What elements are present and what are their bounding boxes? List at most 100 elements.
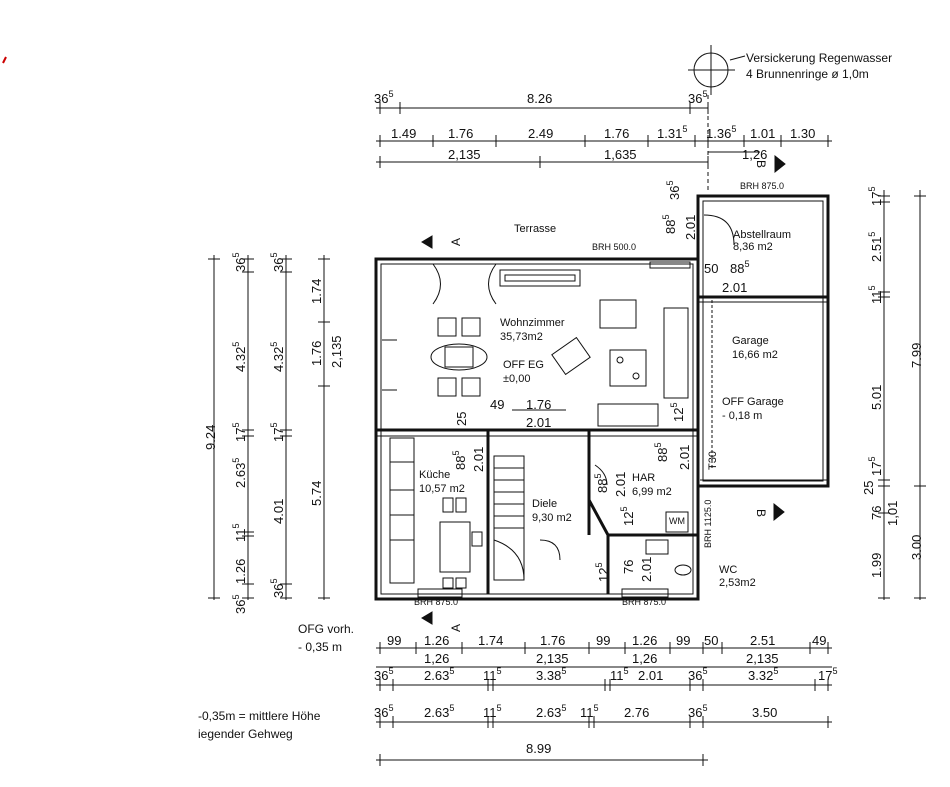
dim-label: 8.26 (527, 91, 553, 106)
dim-88-5-abstell: 885 (661, 214, 678, 234)
dim-label: 5.74 (309, 480, 324, 506)
room-garage-level-value: - 0,18 m (722, 410, 763, 422)
dim-label: 1.74 (309, 278, 324, 304)
note-sidewalk: iegender Gehweg (198, 727, 293, 741)
dim-label: 115 (580, 703, 599, 720)
room-kueche-area: 10,57 m2 (419, 483, 465, 495)
dim-label: 3.325 (748, 666, 779, 683)
dim-label: 175 (231, 422, 248, 442)
room-wc-area: 2,53m2 (719, 577, 756, 589)
dim-2-01-wc: 2.01 (639, 556, 654, 582)
dim-label: 365 (231, 252, 248, 272)
dim-label: 365 (688, 666, 708, 683)
red-mark (2, 56, 7, 64)
right-dim-25: 25 (861, 480, 876, 495)
dim-label: 2,135 (536, 651, 569, 666)
dim-label: 2.76 (624, 705, 650, 720)
room-kueche-name: Küche (419, 469, 451, 481)
dim-label: 2.635 (424, 703, 455, 720)
dim-label: 49 (812, 633, 827, 648)
dim-label: 1.315 (657, 124, 688, 141)
dim-label: 175 (269, 422, 286, 442)
wm-label: WM (669, 516, 685, 526)
dim-label: 365 (374, 703, 394, 720)
dim-label: 4.325 (231, 341, 248, 372)
dim-label: 115 (483, 703, 502, 720)
dim-label: 2.635 (231, 457, 248, 488)
note-mean-height: -0,35m = mittlere Höhe (198, 709, 321, 723)
dim-label: 1.01 (750, 126, 776, 141)
dim-label: 1.26 (424, 633, 450, 648)
dim-label: 99 (387, 633, 402, 648)
room-garage-name: Garage (732, 335, 769, 347)
dim-label: 2.49 (528, 126, 554, 141)
room-wohnzimmer-level-value: ±0,00 (503, 373, 531, 385)
brh-wc: BRH 875.0 (622, 597, 667, 607)
dim-2-01-kueche: 2.01 (471, 446, 486, 472)
t30-label: T30 (707, 451, 719, 470)
note-ofg: OFG vorh. (298, 622, 355, 636)
dim-label: 1.49 (391, 126, 417, 141)
dim-label: 4.01 (271, 498, 286, 524)
dim-label: 115 (610, 666, 629, 683)
room-wohnzimmer-level: OFF EG (503, 359, 544, 371)
dim-2-01-abstell: 2.01 (683, 214, 698, 240)
dim-label: 115 (867, 285, 884, 304)
dim-label: 2.635 (536, 703, 567, 720)
dim-label: 1,635 (604, 147, 637, 162)
dim-label: 365 (688, 89, 708, 106)
dim-88-5-kueche: 885 (451, 450, 468, 470)
room-har-name: HAR (632, 472, 656, 484)
dim-label: 175 (867, 186, 884, 206)
dim-76-wc: 76 (621, 559, 636, 574)
dim-label: 3.385 (536, 666, 567, 683)
dim-label: 2.51 (750, 633, 776, 648)
room-garage-area: 16,66 m2 (732, 349, 778, 361)
dim-label: 1.26 (233, 558, 248, 584)
bottom-dim-8-99: 8.99 (526, 741, 552, 756)
section-a-bottom: A (449, 623, 463, 632)
dim-label: 365 (688, 703, 708, 720)
dim-label: 1.74 (478, 633, 504, 648)
dim-label: 365 (374, 666, 394, 683)
dim-label: 50 (704, 633, 719, 648)
dim-label: 175 (867, 456, 884, 476)
room-abstellraum-name: Abstellraum (733, 229, 792, 241)
dim-label: 1.76 (540, 633, 566, 648)
dim-label: 2.01 (638, 668, 664, 683)
section-b-bottom: B (754, 508, 769, 518)
room-garage-level: OFF Garage (722, 396, 784, 408)
dim-label: 365 (231, 594, 248, 614)
dim-label: 1.99 (869, 552, 884, 578)
dim-label: 3.50 (752, 705, 778, 720)
left-dim-2-135: 2,135 (329, 335, 344, 368)
dim-label: 365 (374, 89, 394, 106)
section-b-top: B (754, 159, 769, 169)
dim-label: 1.76 (309, 340, 324, 366)
dim-label: 1.365 (706, 124, 737, 141)
dim-label: 2.515 (867, 231, 884, 262)
section-a-top: A (449, 237, 463, 246)
dim-label: 115 (483, 666, 502, 683)
dim-label: 1,26 (424, 651, 450, 666)
right-dim-3-00: 3.00 (909, 534, 924, 560)
brh-har: BRH 1125.0 (703, 499, 713, 548)
dim-2-01: 2.01 (526, 415, 552, 430)
dim-label: 4.325 (269, 341, 286, 372)
room-wohnzimmer-name: Wohnzimmer (500, 317, 565, 329)
dim-label: 99 (596, 633, 611, 648)
dim-2-01-abstell-h: 2.01 (722, 280, 748, 295)
dim-88-5-abstell-h: 885 (730, 259, 750, 276)
room-terrasse: Terrasse (514, 223, 557, 235)
dim-12-5-wc: 125 (594, 562, 611, 582)
dim-label: 1.26 (632, 633, 658, 648)
brh-kueche: BRH 875.0 (414, 597, 459, 607)
dim-label: 99 (676, 633, 691, 648)
dim-label: 115 (231, 523, 248, 542)
dim-label: 175 (818, 666, 838, 683)
dim-36-5-abstell: 365 (665, 180, 682, 200)
room-diele-area: 9,30 m2 (532, 512, 572, 524)
dim-label: 5.01 (869, 384, 884, 410)
room-har-area: 6,99 m2 (632, 486, 672, 498)
